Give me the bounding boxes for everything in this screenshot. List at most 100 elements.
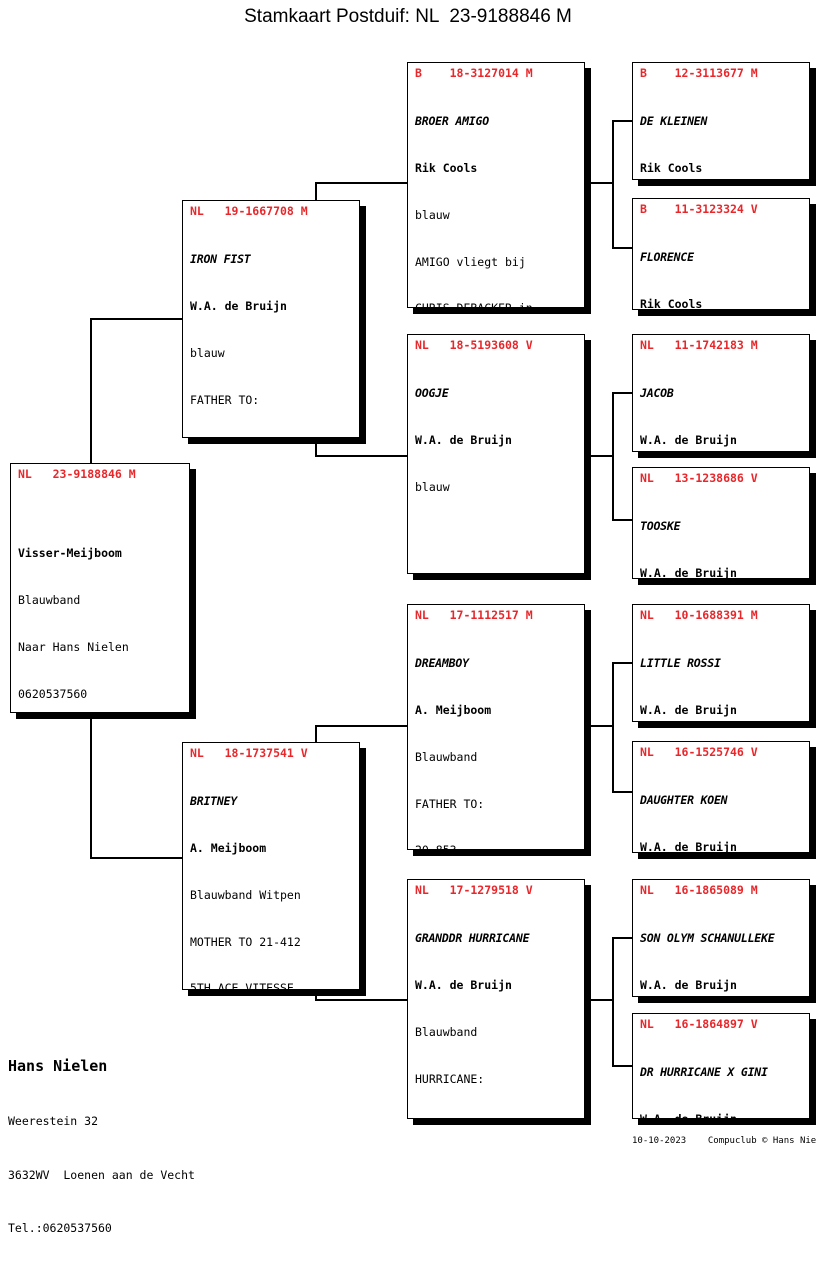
pigeon-box-mother[interactable]: NL 18-1737541 V BRITNEY A. Meijboom Blau… bbox=[182, 742, 360, 990]
pigeon-name: DAUGHTER KOEN bbox=[640, 793, 728, 808]
detail-line: Blauwband bbox=[415, 1024, 478, 1039]
pigeon-owner: W.A. de Bruijn bbox=[640, 702, 737, 717]
pigeon-name: LITTLE ROSSI bbox=[640, 656, 721, 671]
connector-gp2-to-ggp3 bbox=[612, 392, 632, 394]
detail-line: blauw bbox=[190, 345, 225, 360]
pigeon-name: GRANDDR HURRICANE bbox=[415, 931, 530, 946]
pigeon-owner: W.A. de Bruijn bbox=[415, 432, 512, 447]
pigeon-details: SON OLYM SCHANULLEKE W.A. de Bruijn bl.k… bbox=[633, 900, 809, 996]
pigeon-details: Visser-Meijboom Blauwband Naar Hans Niel… bbox=[11, 484, 189, 712]
pigeon-owner: A. Meijboom bbox=[190, 840, 267, 855]
pigeon-owner: Rik Cools bbox=[640, 296, 703, 310]
ring-number: NL 10-1688391 M bbox=[640, 608, 758, 622]
pigeon-name: OOGJE bbox=[415, 386, 449, 401]
pigeon-owner: A. Meijboom bbox=[415, 702, 492, 717]
pigeon-details: DAUGHTER KOEN W.A. de Bruijn Kras bbox=[633, 762, 809, 853]
detail-line: HURRICANE: bbox=[415, 1071, 485, 1086]
pigeon-details: BROER AMIGO Rik Cools blauw AMIGO vliegt… bbox=[408, 83, 584, 307]
pigeon-owner: W.A. de Bruijn bbox=[640, 977, 737, 992]
connector-gp3-to-ggp6 bbox=[612, 791, 632, 793]
ring-number: B 18-3127014 M bbox=[415, 66, 533, 80]
ring-number: NL 17-1279518 V bbox=[415, 883, 533, 897]
ring-number: NL 16-1865089 M bbox=[640, 883, 758, 897]
connector-gp2-stem bbox=[590, 455, 614, 457]
connector-subject-to-mother bbox=[90, 857, 182, 859]
connector-gp1-to-ggp2 bbox=[612, 247, 632, 249]
pigeon-box-mf-mother[interactable]: NL 16-1525746 V DAUGHTER KOEN W.A. de Br… bbox=[632, 741, 810, 853]
pigeon-details: DR HURRICANE X GINI W.A. de Bruijn bbox=[633, 1034, 809, 1119]
pigeon-name: DE KLEINEN bbox=[640, 114, 708, 129]
pigeon-box-mother-mother[interactable]: NL 17-1279518 V GRANDDR HURRICANE W.A. d… bbox=[407, 879, 585, 1119]
pigeon-name: JACOB bbox=[640, 386, 674, 401]
owner-footer: Hans Nielen Weerestein 32 3632WV Loenen … bbox=[8, 1018, 195, 1275]
pigeon-owner: Rik Cools bbox=[640, 160, 703, 175]
pigeon-box-fm-father[interactable]: NL 11-1742183 M JACOB W.A. de Bruijn bla… bbox=[632, 334, 810, 452]
pigeon-box-ff-father[interactable]: B 12-3113677 M DE KLEINEN Rik Cools blau… bbox=[632, 62, 810, 180]
pigeon-details: LITTLE ROSSI W.A. de Bruijn Blauwband SU… bbox=[633, 625, 809, 721]
connector-gp4-to-ggp7 bbox=[612, 937, 632, 939]
pigeon-owner: W.A. de Bruijn bbox=[190, 298, 287, 313]
pigeon-name: IRON FIST bbox=[190, 252, 251, 267]
pigeon-details: IRON FIST W.A. de Bruijn blauw FATHER TO… bbox=[183, 221, 359, 437]
pigeon-owner: W.A. de Bruijn bbox=[640, 565, 737, 579]
detail-line: ASDUIF JONG SS. G/IJ bbox=[415, 1118, 584, 1119]
connector-gp1-vertical bbox=[612, 120, 614, 248]
pigeon-details: OOGJE W.A. de Bruijn blauw bbox=[408, 355, 584, 527]
pigeon-owner: W.A. de Bruijn bbox=[640, 432, 737, 447]
pigeon-box-fm-mother[interactable]: NL 13-1238686 V TOOSKE W.A. de Bruijn bl… bbox=[632, 467, 810, 579]
pigeon-details: BRITNEY A. Meijboom Blauwband Witpen MOT… bbox=[183, 763, 359, 990]
connector-gp3-to-ggp5 bbox=[612, 662, 632, 664]
pigeon-box-mother-father[interactable]: NL 17-1112517 M DREAMBOY A. Meijboom Bla… bbox=[407, 604, 585, 850]
pigeon-box-subject[interactable]: NL 23-9188846 M Visser-Meijboom Blauwban… bbox=[10, 463, 190, 713]
connector-gp3-stem bbox=[590, 725, 614, 727]
pigeon-box-mm-father[interactable]: NL 16-1865089 M SON OLYM SCHANULLEKE W.A… bbox=[632, 879, 810, 997]
pigeon-details: DREAMBOY A. Meijboom Blauwband FATHER TO… bbox=[408, 625, 584, 849]
detail-line: 0620537560 bbox=[18, 686, 88, 701]
connector-gp1-stem bbox=[590, 182, 614, 184]
connector-gp1-to-ggp1 bbox=[612, 120, 632, 122]
pigeon-owner: W.A. de Bruijn bbox=[640, 1111, 737, 1119]
page-title: Stamkaart Postduif: NL 23-9188846 M bbox=[244, 6, 572, 27]
pigeon-box-father[interactable]: NL 19-1667708 M IRON FIST W.A. de Bruijn… bbox=[182, 200, 360, 438]
detail-line: blauw bbox=[415, 207, 450, 222]
pigeon-name: FLORENCE bbox=[640, 250, 694, 265]
detail-line: MOTHER TO 21-412 bbox=[190, 934, 301, 949]
pigeon-box-ff-mother[interactable]: B 11-3123324 V FLORENCE Rik Cools blauw … bbox=[632, 198, 810, 310]
ring-number: NL 11-1742183 M bbox=[640, 338, 758, 352]
ring-number: NL 18-1737541 V bbox=[190, 746, 308, 760]
ring-number: NL 13-1238686 V bbox=[640, 471, 758, 485]
ring-number: NL 19-1667708 M bbox=[190, 204, 308, 218]
pigeon-box-mm-mother[interactable]: NL 16-1864897 V DR HURRICANE X GINI W.A.… bbox=[632, 1013, 810, 1119]
ring-number: B 12-3113677 M bbox=[640, 66, 758, 80]
pigeon-owner: W.A. de Bruijn bbox=[640, 839, 737, 853]
detail-line: 20-853 bbox=[415, 843, 584, 849]
pigeon-box-father-father[interactable]: B 18-3127014 M BROER AMIGO Rik Cools bla… bbox=[407, 62, 585, 308]
connector-gp4-stem bbox=[590, 999, 614, 1001]
connector-gp2-to-ggp4 bbox=[612, 519, 632, 521]
pigeon-box-father-mother[interactable]: NL 18-5193608 V OOGJE W.A. de Bruijn bla… bbox=[407, 334, 585, 574]
detail-line: FATHER TO: bbox=[190, 392, 260, 407]
pigeon-name: BROER AMIGO bbox=[415, 114, 489, 129]
ring-number: NL 23-9188846 M bbox=[18, 467, 136, 481]
connector-gp4-to-ggp8 bbox=[612, 1065, 632, 1067]
owner-address-line: 3632WV Loenen aan de Vecht bbox=[8, 1167, 195, 1182]
pigeon-box-mf-father[interactable]: NL 10-1688391 M LITTLE ROSSI W.A. de Bru… bbox=[632, 604, 810, 722]
ring-number: NL 17-1112517 M bbox=[415, 608, 533, 622]
pigeon-name: DREAMBOY bbox=[415, 656, 469, 671]
connector-father-to-gp1 bbox=[315, 182, 407, 184]
detail-line: Blauwband bbox=[18, 593, 81, 608]
pigeon-name: DR HURRICANE X GINI bbox=[640, 1065, 768, 1080]
pigeon-name: BRITNEY bbox=[190, 794, 238, 809]
detail-line: 5TH ACE VITESSE bbox=[190, 981, 294, 990]
pedigree-page: Stamkaart Postduif: NL 23-9188846 M NL 2… bbox=[8, 6, 816, 1235]
connector-subject-to-father bbox=[90, 318, 182, 320]
pigeon-name: SON OLYM SCHANULLEKE bbox=[640, 931, 775, 946]
detail-line: AMIGO vliegt bij bbox=[415, 254, 526, 269]
pigeon-details: JACOB W.A. de Bruijn blauw LESQUIN 1-490… bbox=[633, 355, 809, 451]
pigeon-details: GRANDDR HURRICANE W.A. de Bruijn Blauwba… bbox=[408, 900, 584, 1119]
pigeon-name: TOOSKE bbox=[640, 519, 681, 534]
owner-phone: Tel.:0620537560 bbox=[8, 1221, 112, 1235]
pigeon-details: FLORENCE Rik Cools blauw 1 ACE YOUNG KBD… bbox=[633, 219, 809, 310]
detail-line: blauw bbox=[415, 479, 450, 494]
detail-line: CHRIS DEBACKER in bbox=[415, 301, 584, 307]
